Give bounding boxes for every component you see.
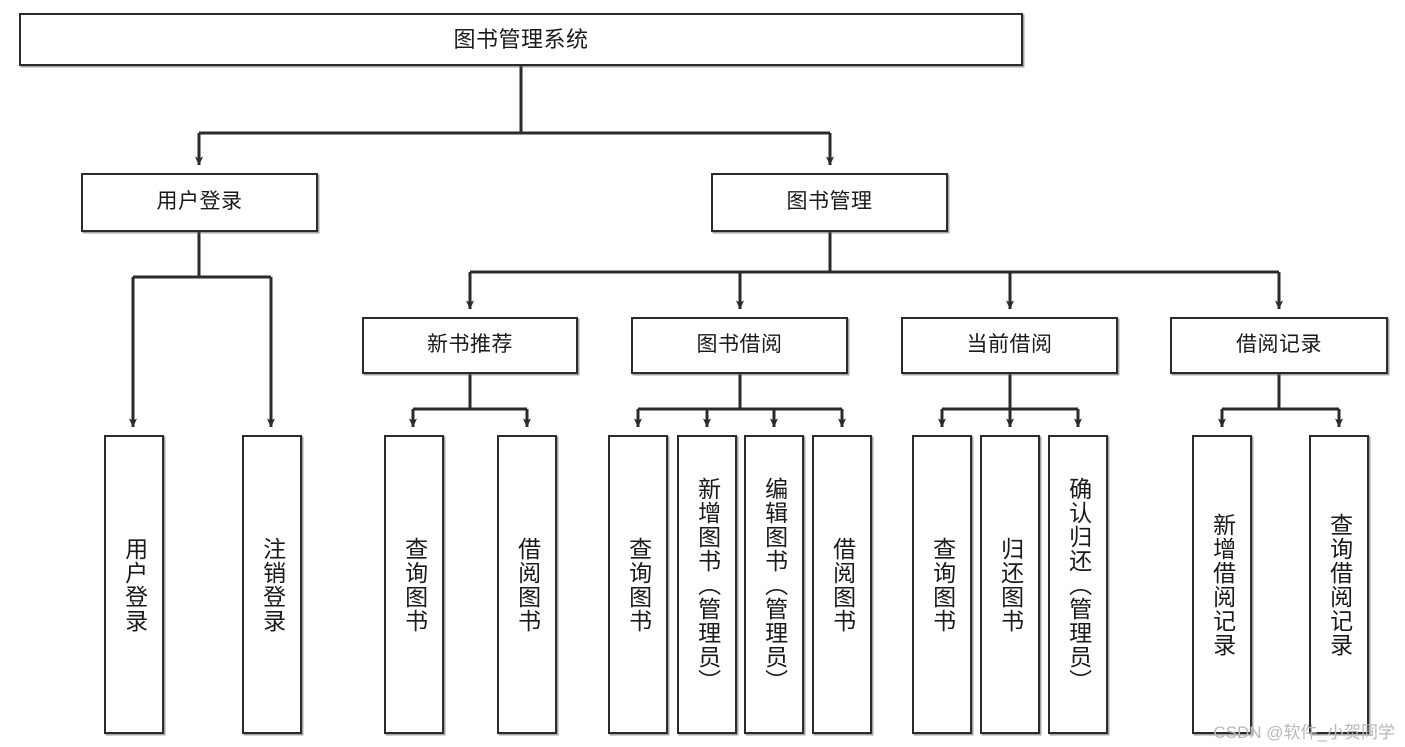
node-label: 注销登录 (259, 536, 286, 633)
node-label: 新增借阅记录 (1209, 512, 1236, 657)
node-label: 查询借阅记录 (1326, 512, 1353, 657)
node-leaf-confirm-return-admin[interactable]: 确认归还（管理员） (1048, 435, 1108, 734)
node-book-borrow[interactable]: 图书借阅 (631, 317, 848, 374)
node-label: 图书借阅 (696, 333, 783, 357)
node-label: 用户登录 (156, 190, 243, 214)
node-label: 新增图书（管理员） (694, 476, 721, 693)
node-label: 当前借阅 (966, 333, 1053, 357)
node-leaf-new-book-query[interactable]: 查询图书 (384, 435, 444, 734)
node-label: 查询图书 (929, 536, 956, 633)
node-leaf-add-borrow-record[interactable]: 新增借阅记录 (1192, 435, 1252, 734)
node-label: 借阅图书 (829, 536, 856, 633)
node-label: 借阅记录 (1236, 333, 1322, 357)
node-leaf-add-book-admin[interactable]: 新增图书（管理员） (677, 435, 737, 734)
node-borrow-record[interactable]: 借阅记录 (1170, 317, 1388, 374)
csdn-watermark: CSDN @软件_小贺同学 (1213, 723, 1395, 742)
node-user-login[interactable]: 用户登录 (81, 173, 318, 232)
node-label: 新书推荐 (427, 333, 513, 357)
node-leaf-logout[interactable]: 注销登录 (242, 435, 302, 734)
node-leaf-query-borrow-record[interactable]: 查询借阅记录 (1309, 435, 1369, 734)
node-label: 图书管理系统 (453, 26, 589, 52)
node-leaf-borrow-query-book[interactable]: 查询图书 (608, 435, 668, 734)
node-label: 图书管理 (786, 190, 873, 214)
node-leaf-borrow-book[interactable]: 借阅图书 (812, 435, 872, 734)
node-label: 编辑图书（管理员） (761, 476, 788, 693)
node-label: 用户登录 (121, 536, 148, 633)
node-root-book-management-system[interactable]: 图书管理系统 (19, 13, 1023, 66)
node-label: 借阅图书 (514, 536, 541, 633)
node-leaf-new-book-borrow[interactable]: 借阅图书 (497, 435, 557, 734)
node-label: 查询图书 (401, 536, 428, 633)
node-label: 查询图书 (625, 536, 652, 633)
node-book-management[interactable]: 图书管理 (711, 173, 948, 232)
node-leaf-edit-book-admin[interactable]: 编辑图书（管理员） (744, 435, 804, 734)
node-leaf-user-login[interactable]: 用户登录 (104, 435, 164, 734)
node-current-borrow[interactable]: 当前借阅 (901, 317, 1118, 374)
node-label: 确认归还（管理员） (1065, 476, 1092, 693)
node-new-book-recommend[interactable]: 新书推荐 (362, 317, 578, 374)
node-label: 归还图书 (997, 536, 1024, 633)
node-leaf-current-query-book[interactable]: 查询图书 (912, 435, 972, 734)
node-leaf-return-book[interactable]: 归还图书 (980, 435, 1040, 734)
